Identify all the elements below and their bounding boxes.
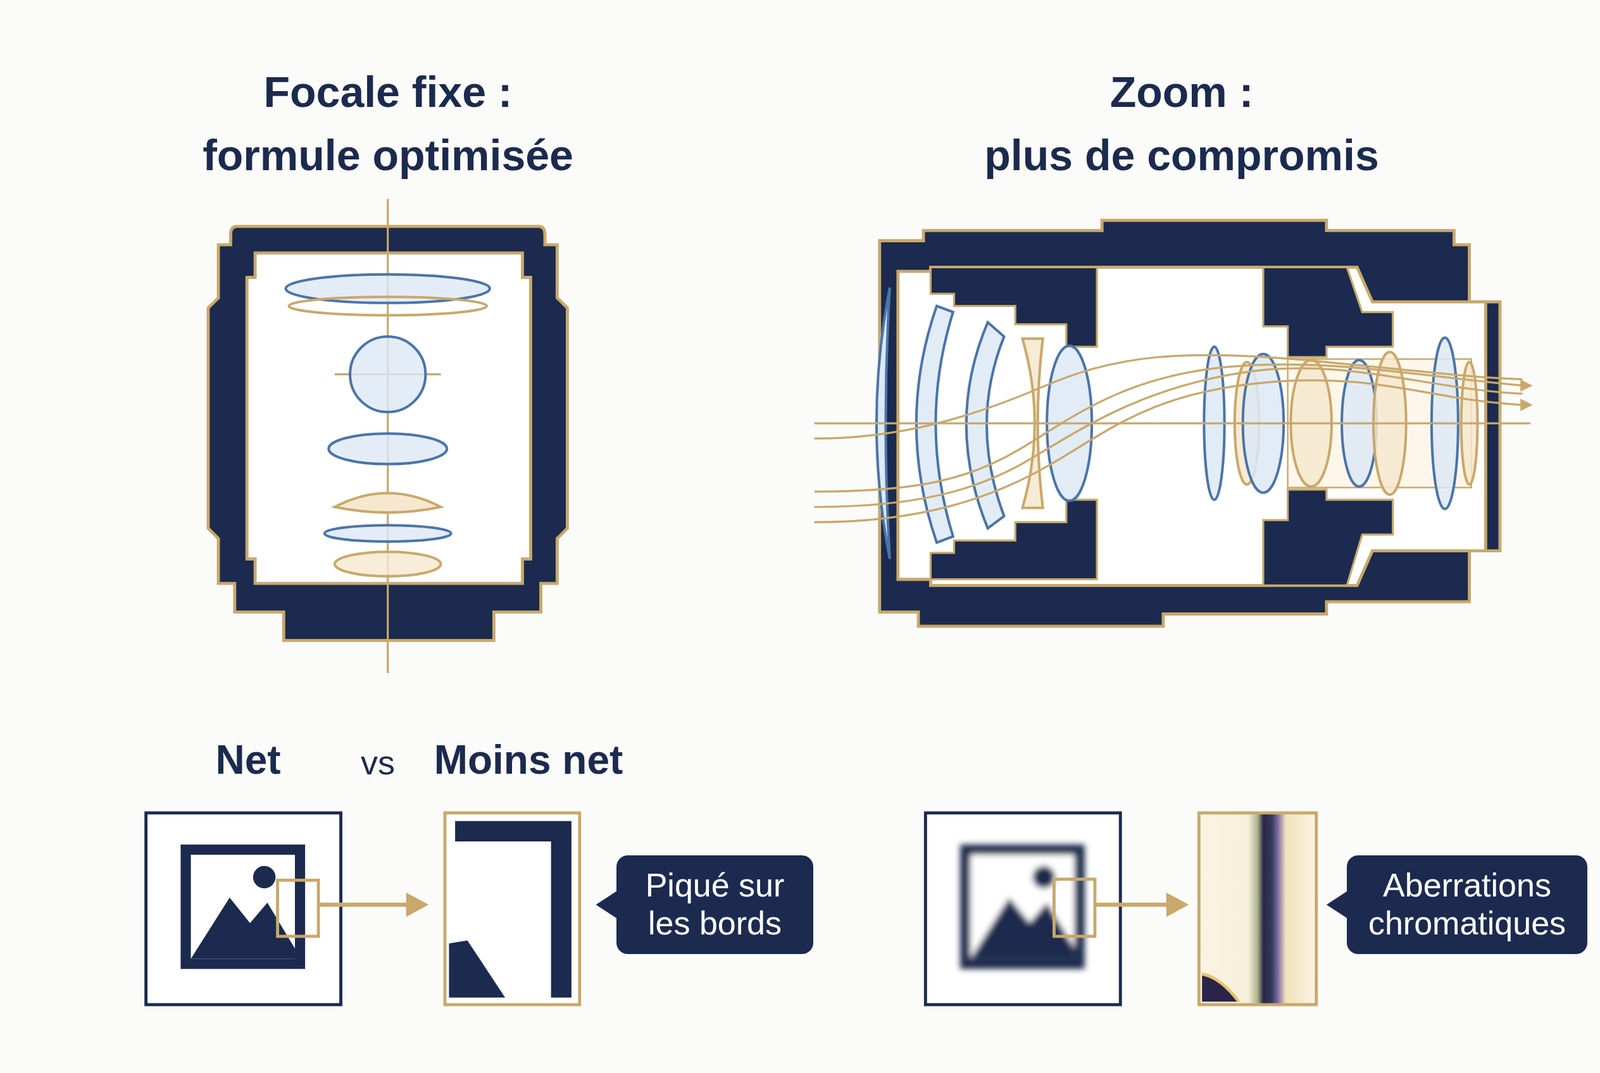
blurred-thumbnail bbox=[1166, 893, 1189, 918]
blurred-thumbnail bbox=[970, 898, 1075, 960]
sharp-thumbnail bbox=[318, 903, 411, 907]
light-rays bbox=[814, 368, 1523, 507]
prime-lens-elements bbox=[285, 198, 490, 674]
zoom-lens-housing bbox=[930, 267, 1097, 347]
callout-text: Piqué sur les bords bbox=[631, 867, 799, 944]
sharp-thumbnail bbox=[191, 898, 295, 960]
sharp-inset bbox=[448, 940, 506, 998]
sharp-thumbnail bbox=[253, 866, 276, 889]
light-rays bbox=[814, 380, 1523, 523]
sharp-inset bbox=[444, 813, 580, 1006]
light-rays bbox=[814, 364, 1523, 492]
comparison-label: vs bbox=[360, 744, 395, 782]
prime-lens-elements bbox=[328, 433, 447, 464]
prime-lens-elements bbox=[334, 493, 442, 513]
panel-title: plus de compromis bbox=[984, 131, 1379, 180]
callout-box: Piqué sur les bords bbox=[616, 855, 814, 955]
zoom-lens-housing bbox=[898, 267, 1487, 586]
blurred-thumbnail bbox=[925, 813, 1189, 1006]
blurred-thumbnail bbox=[970, 855, 1075, 959]
callout-text: Aberrations chromatiques bbox=[1362, 867, 1573, 944]
zoom-lens-housing bbox=[930, 500, 1097, 580]
zoom-lens-housing bbox=[1263, 489, 1394, 587]
blurred-thumbnail bbox=[1032, 866, 1056, 889]
sharp-thumbnail bbox=[406, 893, 429, 918]
sharp-thumbnail bbox=[180, 844, 306, 970]
light-rays bbox=[814, 355, 1533, 523]
blurred-thumbnail bbox=[1094, 903, 1171, 907]
chromatic-inset bbox=[1201, 974, 1239, 1003]
chromatic-inset bbox=[1198, 813, 1316, 1006]
blurred-thumbnail bbox=[925, 813, 1121, 1006]
blurred-thumbnail bbox=[960, 844, 1085, 970]
chromatic-inset bbox=[1198, 813, 1316, 1006]
blurred-thumbnail bbox=[1053, 879, 1095, 937]
comparison-label: Net bbox=[215, 737, 281, 783]
panel-title: Zoom : bbox=[1110, 68, 1254, 116]
zoom-lens-elements bbox=[966, 322, 1005, 529]
light-rays bbox=[1520, 379, 1533, 392]
callout-box: Aberrations chromatiques bbox=[1346, 855, 1588, 955]
comparison-label: Moins net bbox=[434, 737, 624, 783]
prime-lens-elements bbox=[288, 296, 487, 316]
prime-lens-elements bbox=[350, 336, 426, 413]
sharp-thumbnail bbox=[191, 855, 295, 959]
sharp-thumbnail bbox=[146, 813, 342, 1006]
prime-lens-elements bbox=[324, 525, 452, 542]
zoom-lens-housing bbox=[1263, 267, 1394, 357]
panel-title: Focale fixe : bbox=[263, 68, 513, 116]
sharp-thumbnail bbox=[146, 813, 430, 1006]
blurred-thumbnail bbox=[960, 844, 1085, 970]
sharp-inset bbox=[444, 813, 580, 1006]
panel-title: formule optimisée bbox=[202, 131, 574, 180]
light-rays bbox=[1520, 398, 1533, 411]
sharp-thumbnail bbox=[277, 880, 319, 937]
light-rays bbox=[814, 355, 1523, 439]
light-rays bbox=[814, 422, 1532, 425]
chromatic-inset bbox=[1201, 974, 1239, 1003]
prime-lens-elements bbox=[334, 551, 442, 577]
